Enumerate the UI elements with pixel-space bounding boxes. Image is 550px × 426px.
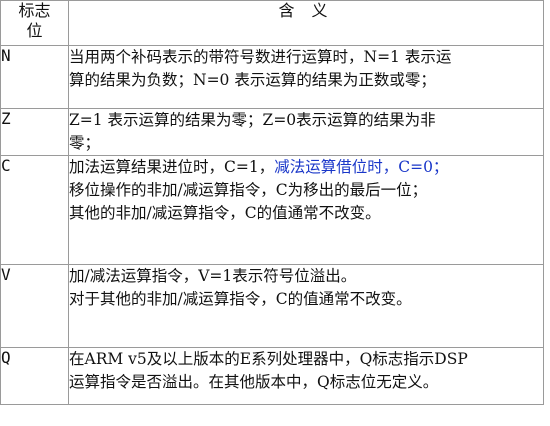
description-cell: Z=1 表示运算的结果为零；Z=0表示运算的结果为非 零； xyxy=(68,108,544,156)
table-row-z: Z Z=1 表示运算的结果为零；Z=0表示运算的结果为非 零； xyxy=(0,108,544,156)
table-row-c: C 加法运算结果进位时，C=1，减法运算借位时，C=0； 移位操作的非加/减运算… xyxy=(0,155,544,265)
table-header-row: 标志 位 含 义 xyxy=(0,0,544,46)
flag-cell: C xyxy=(0,155,69,265)
flag-cell: V xyxy=(0,264,69,348)
header-flag-line1: 标志 xyxy=(18,1,51,20)
description-line: 对于其他的非加/减运算指令，C的值通常不改变。 xyxy=(69,290,412,308)
flags-table-container: 标志 位 含 义 N 当用两个补码表示的带符号数进行运算时，N=1 表示运 算的… xyxy=(0,0,544,405)
table-row-q: Q 在ARM v5及以上版本的E系列处理器中，Q标志指示DSP 运算指令是否溢出… xyxy=(0,347,544,405)
flag-cell: Q xyxy=(0,347,69,405)
borrow-highlight-text: 减法运算借位时，C=0； xyxy=(274,158,449,176)
description-line: 移位操作的非加/减运算指令，C为移出的最后一位； xyxy=(69,181,428,199)
description-cell: 加/减法运算指令，V=1表示符号位溢出。 对于其他的非加/减运算指令，C的值通常… xyxy=(68,264,544,348)
condition-flags-table: 标志 位 含 义 N 当用两个补码表示的带符号数进行运算时，N=1 表示运 算的… xyxy=(0,0,544,405)
carry-text: 加法运算结果进位时，C=1， xyxy=(69,158,275,176)
description-line: 零； xyxy=(69,134,101,152)
description-line: 加法运算结果进位时，C=1，减法运算借位时，C=0； xyxy=(69,156,543,179)
table-row-n: N 当用两个补码表示的带符号数进行运算时，N=1 表示运 算的结果为负数；N=0… xyxy=(0,45,544,109)
header-flag-bit: 标志 位 xyxy=(0,0,69,46)
description-line: 运算指令是否溢出。在其他版本中，Q标志位无定义。 xyxy=(69,373,439,391)
description-line: Z=1 表示运算的结果为零；Z=0表示运算的结果为非 xyxy=(69,111,436,129)
description-cell: 在ARM v5及以上版本的E系列处理器中，Q标志指示DSP 运算指令是否溢出。在… xyxy=(68,347,544,405)
flag-cell: Z xyxy=(0,108,69,156)
header-meaning: 含 义 xyxy=(68,0,544,46)
header-flag-line2: 位 xyxy=(26,21,43,40)
description-line: 其他的非加/减运算指令，C的值通常不改变。 xyxy=(69,204,381,222)
description-line: 算的结果为负数；N=0 表示运算的结果为正数或零； xyxy=(69,71,436,89)
description-line: 加/减法运算指令，V=1表示符号位溢出。 xyxy=(69,267,357,285)
table-row-v: V 加/减法运算指令，V=1表示符号位溢出。 对于其他的非加/减运算指令，C的值… xyxy=(0,264,544,348)
description-line: 当用两个补码表示的带符号数进行运算时，N=1 表示运 xyxy=(69,48,452,66)
description-cell: 当用两个补码表示的带符号数进行运算时，N=1 表示运 算的结果为负数；N=0 表… xyxy=(68,45,544,109)
flag-cell: N xyxy=(0,45,69,109)
description-line: 在ARM v5及以上版本的E系列处理器中，Q标志指示DSP xyxy=(69,350,468,368)
description-cell: 加法运算结果进位时，C=1，减法运算借位时，C=0； 移位操作的非加/减运算指令… xyxy=(68,155,544,265)
